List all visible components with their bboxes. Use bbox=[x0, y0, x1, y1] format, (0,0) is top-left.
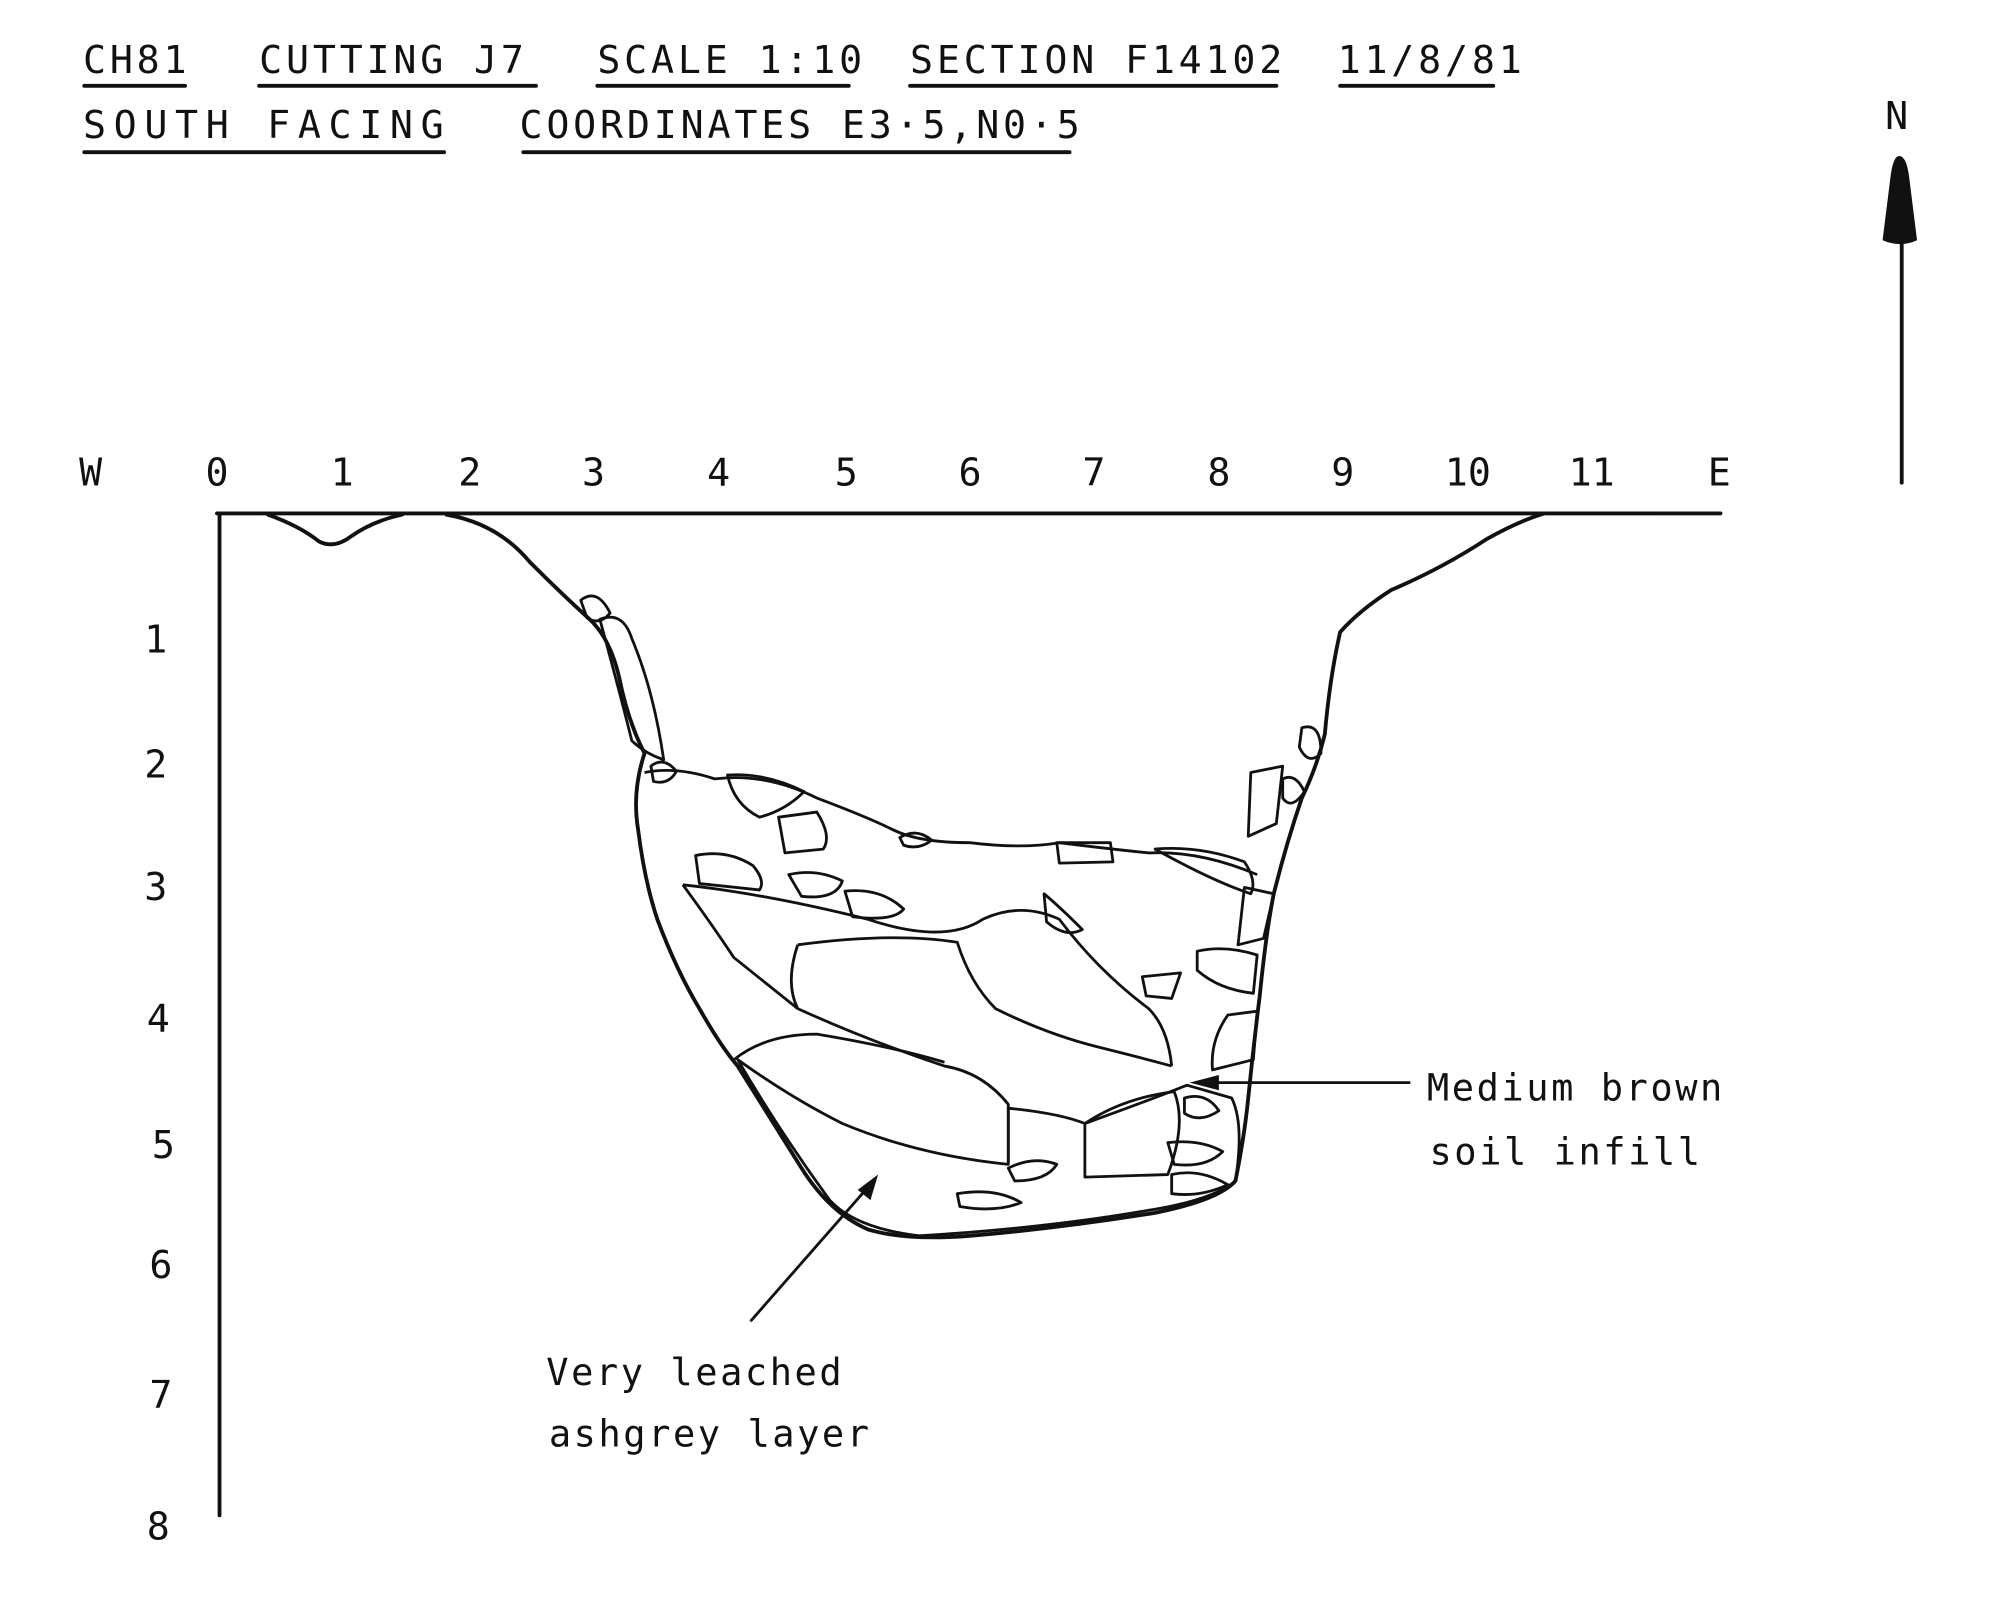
vertical-axis: 1 2 3 4 5 6 7 8 bbox=[144, 618, 175, 1550]
x-tick: 9 bbox=[1331, 450, 1354, 495]
x-tick: 1 bbox=[331, 450, 354, 495]
site-code: CH81 bbox=[83, 38, 190, 83]
ashgrey-layer bbox=[736, 1058, 1241, 1238]
x-tick: 11 bbox=[1569, 450, 1615, 495]
y-tick: 3 bbox=[144, 865, 167, 910]
north-label: N bbox=[1885, 94, 1908, 139]
x-tick: 10 bbox=[1445, 450, 1491, 495]
x-tick: 8 bbox=[1207, 450, 1230, 495]
y-tick: 5 bbox=[152, 1123, 175, 1168]
stones bbox=[579, 594, 1323, 1211]
infill-annotation-arrow bbox=[1189, 1074, 1411, 1091]
facing-label: SOUTH FACING bbox=[83, 103, 451, 148]
x-tick: 5 bbox=[835, 450, 858, 495]
y-tick: 1 bbox=[144, 618, 167, 663]
y-tick: 6 bbox=[149, 1243, 172, 1288]
y-tick: 7 bbox=[149, 1373, 172, 1418]
x-tick: 4 bbox=[707, 450, 730, 495]
cutting-label: CUTTING J7 bbox=[259, 38, 528, 83]
y-tick: 8 bbox=[147, 1505, 170, 1550]
layer-annotation-arrow bbox=[749, 1174, 879, 1323]
header: CH81 CUTTING J7 SCALE 1:10 SECTION F1410… bbox=[82, 38, 1526, 155]
x-tick: 6 bbox=[959, 450, 982, 495]
coordinates-label: COORDINATES E3·5,N0·5 bbox=[519, 103, 1083, 148]
y-tick: 4 bbox=[147, 997, 170, 1042]
north-arrow-icon: N bbox=[1882, 94, 1918, 485]
date-label: 11/8/81 bbox=[1338, 38, 1526, 83]
infill-label-line2: soil infill bbox=[1429, 1130, 1702, 1173]
layer-label-line1: Very leached bbox=[546, 1351, 844, 1394]
x-tick: 2 bbox=[458, 450, 481, 495]
x-tick: 0 bbox=[205, 450, 228, 495]
x-tick: 7 bbox=[1082, 450, 1105, 495]
section-label: SECTION F14102 bbox=[910, 38, 1286, 83]
pit-outline bbox=[266, 511, 1547, 1240]
horizontal-axis: W E 0 1 2 3 4 5 6 7 8 9 10 11 bbox=[79, 450, 1731, 495]
scale-label: SCALE 1:10 bbox=[597, 38, 866, 83]
east-label: E bbox=[1708, 450, 1731, 495]
y-tick: 2 bbox=[144, 743, 167, 788]
layer-label-line2: ashgrey layer bbox=[549, 1412, 872, 1455]
west-label: W bbox=[79, 450, 103, 495]
x-tick: 3 bbox=[582, 450, 605, 495]
infill-label-line1: Medium brown bbox=[1427, 1067, 1725, 1110]
